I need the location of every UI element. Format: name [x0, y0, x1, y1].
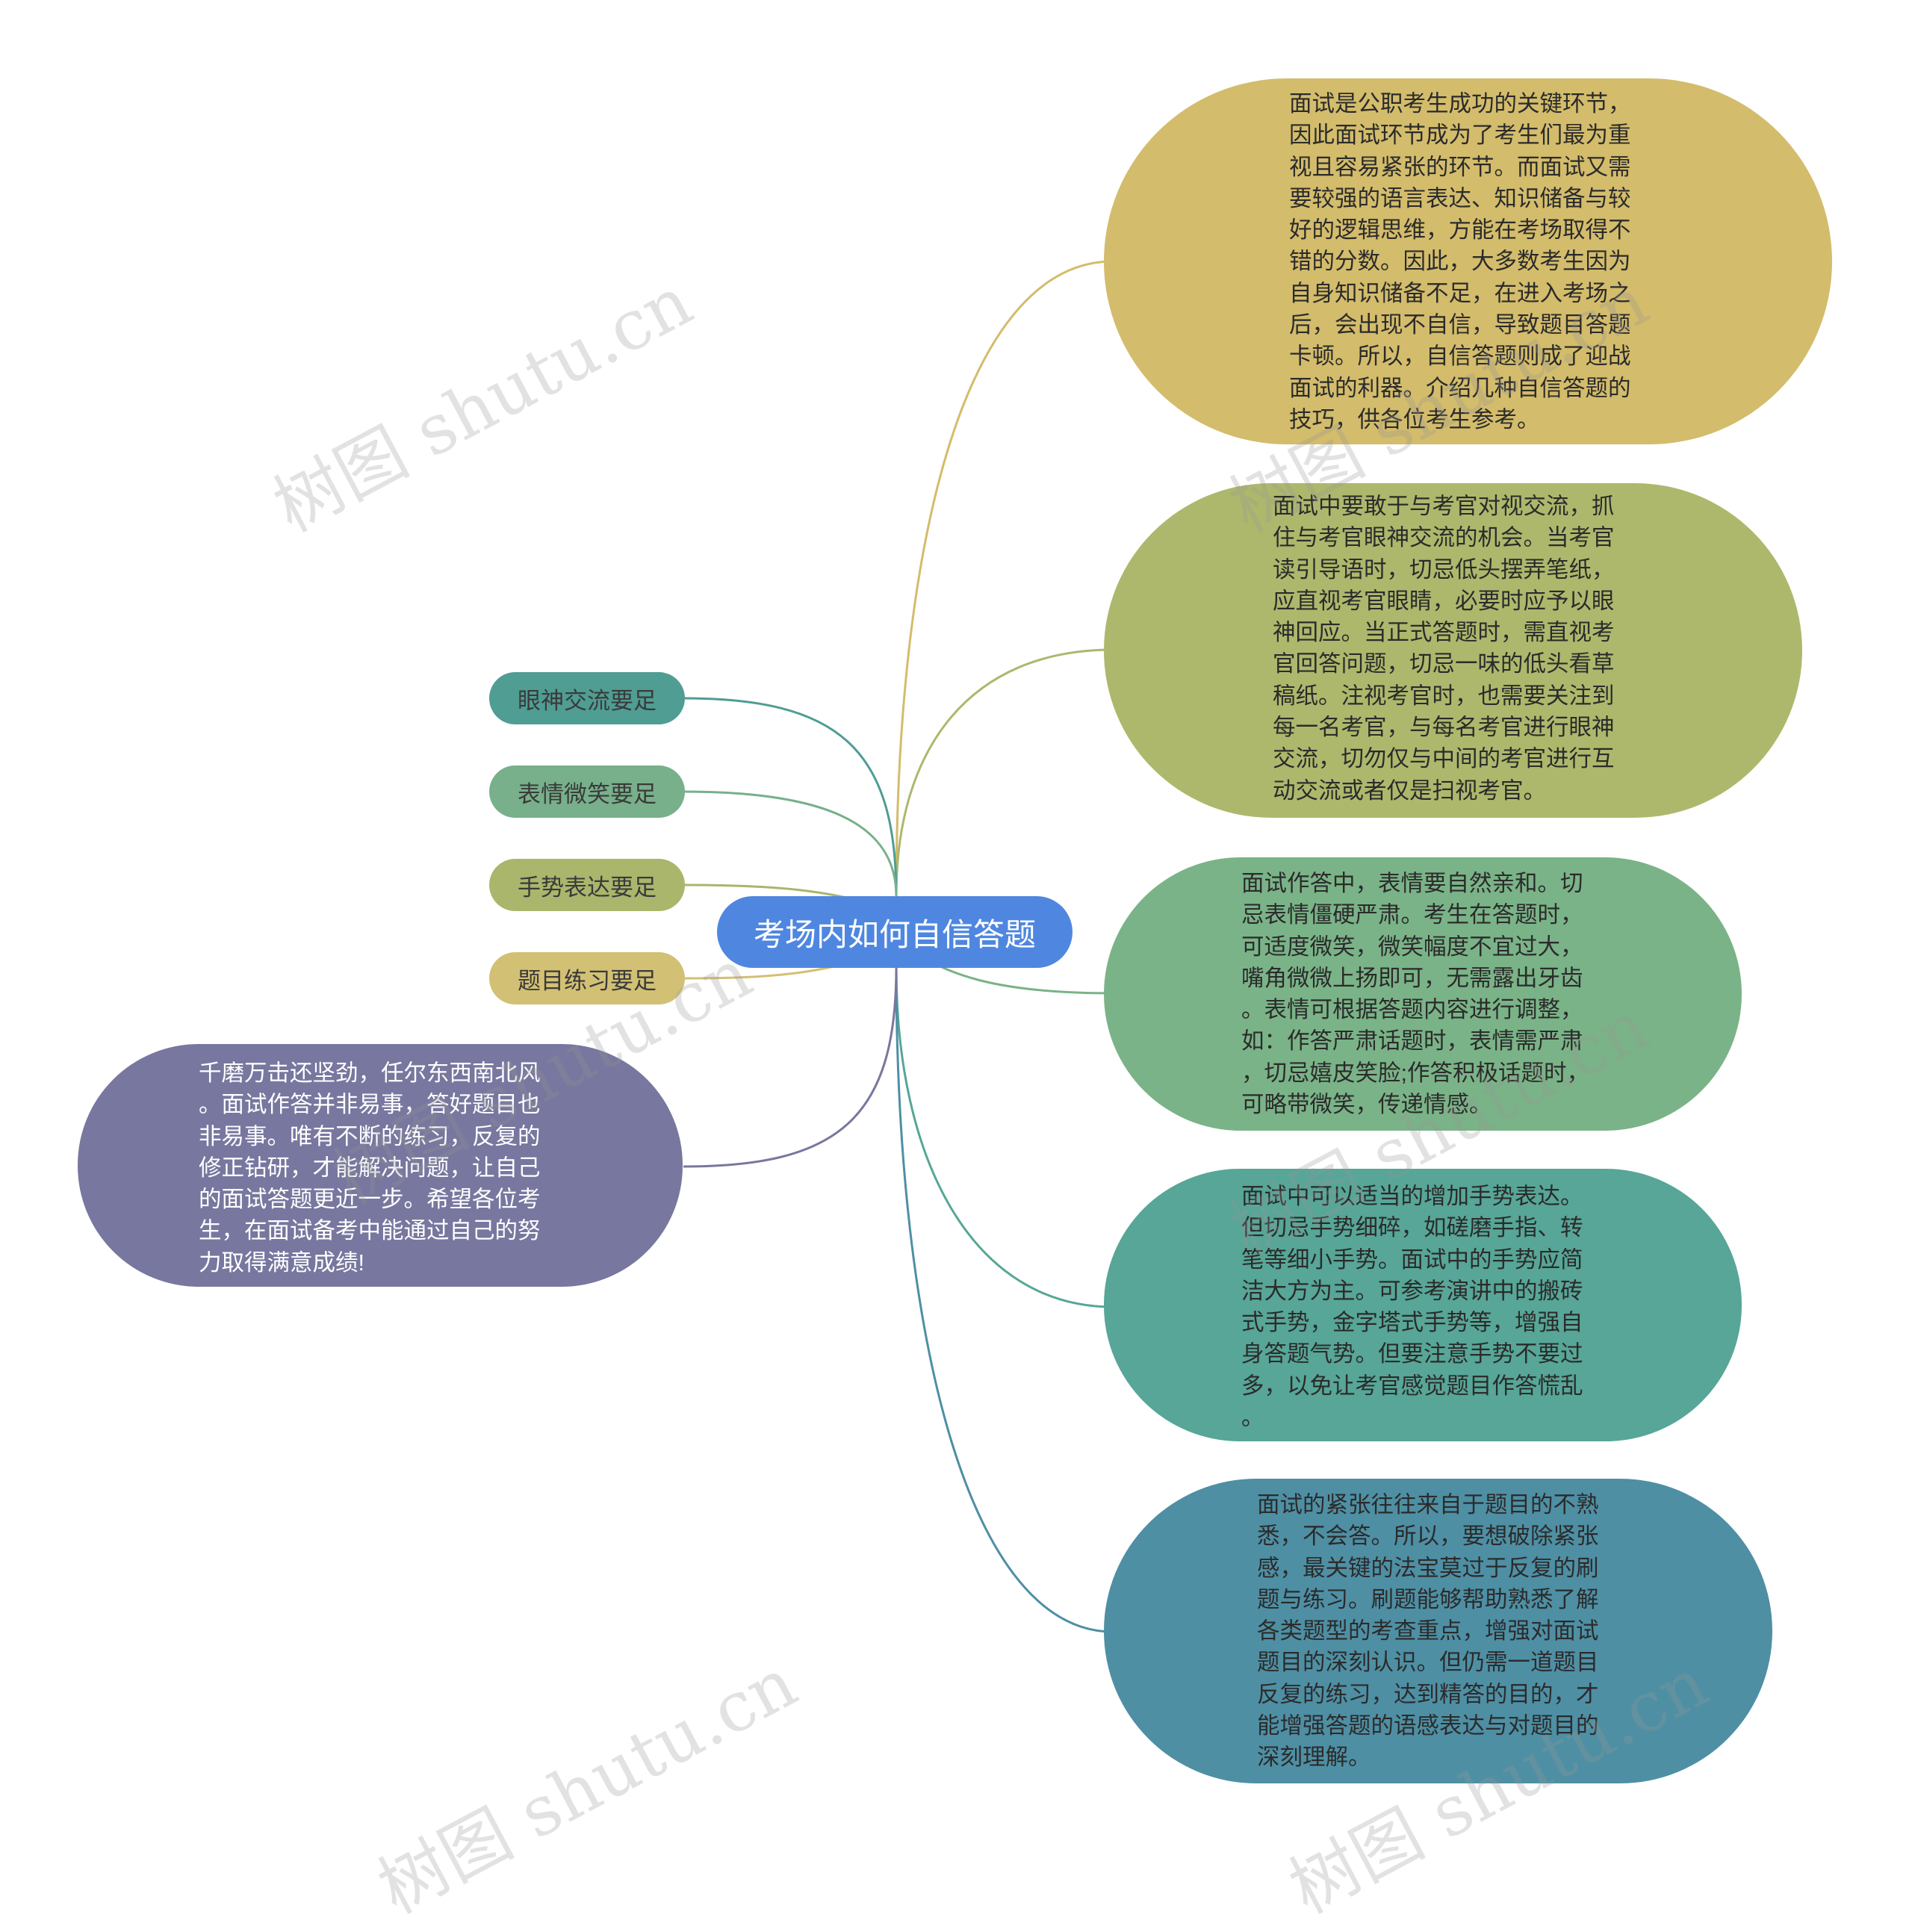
detail-practice[interactable]: 面试的紧张往往来自于题目的不熟 悉，不会答。所以，要想破除紧张 感，最关键的法宝… — [1104, 1479, 1772, 1783]
detail-facial-expression-text: 面试作答中，表情要自然亲和。切 忌表情僵硬严肃。考生在答题时， 可适度微笑，微笑… — [1241, 871, 1589, 1118]
link-pill-2 — [683, 790, 898, 897]
link-summary — [683, 967, 898, 1168]
branch-gesture[interactable]: 手势表达要足 — [489, 859, 685, 911]
root-topic[interactable]: 考场内如何自信答题 — [717, 896, 1073, 968]
summary-node[interactable]: 千磨万击还坚劲，任尔东西南北风 。面试作答并非易事，答好题目也 非易事。唯有不断… — [78, 1044, 683, 1287]
branch-question-practice[interactable]: 题目练习要足 — [489, 952, 685, 1004]
detail-gesture-text: 面试中可以适当的增加手势表达。 但切忌手势细碎，如磋磨手指、转 笔等细小手势。面… — [1241, 1184, 1583, 1431]
detail-intro-text: 面试是公职考生成功的关键环节， 因此面试环节成为了考生们最为重 视且容易紧张的环… — [1289, 91, 1631, 432]
detail-eye-contact[interactable]: 面试中要敢于与考官对视交流，抓 住与考官眼神交流的机会。当考官 读引导语时，切忌… — [1104, 483, 1802, 818]
detail-intro[interactable]: 面试是公职考生成功的关键环节， 因此面试环节成为了考生们最为重 视且容易紧张的环… — [1104, 78, 1832, 444]
detail-practice-text: 面试的紧张往往来自于题目的不熟 悉，不会答。所以，要想破除紧张 感，最关键的法宝… — [1257, 1492, 1599, 1771]
summary-text: 千磨万击还坚劲，任尔东西南北风 。面试作答并非易事，答好题目也 非易事。唯有不断… — [199, 1060, 541, 1276]
detail-facial-expression[interactable]: 面试作答中，表情要自然亲和。切 忌表情僵硬严肃。考生在答题时， 可适度微笑，微笑… — [1104, 857, 1742, 1131]
branch-eye-contact[interactable]: 眼神交流要足 — [489, 672, 685, 724]
link-detail-2 — [895, 648, 1114, 897]
link-detail-4 — [895, 967, 1114, 1308]
detail-gesture[interactable]: 面试中可以适当的增加手势表达。 但切忌手势细碎，如磋磨手指、转 笔等细小手势。面… — [1104, 1169, 1742, 1441]
link-pill-1 — [683, 697, 898, 897]
link-detail-5 — [895, 967, 1114, 1633]
link-detail-1 — [895, 260, 1114, 897]
detail-eye-contact-text: 面试中要敢于与考官对视交流，抓 住与考官眼神交流的机会。当考官 读引导语时，切忌… — [1273, 494, 1615, 804]
branch-facial-expression[interactable]: 表情微笑要足 — [489, 765, 685, 818]
